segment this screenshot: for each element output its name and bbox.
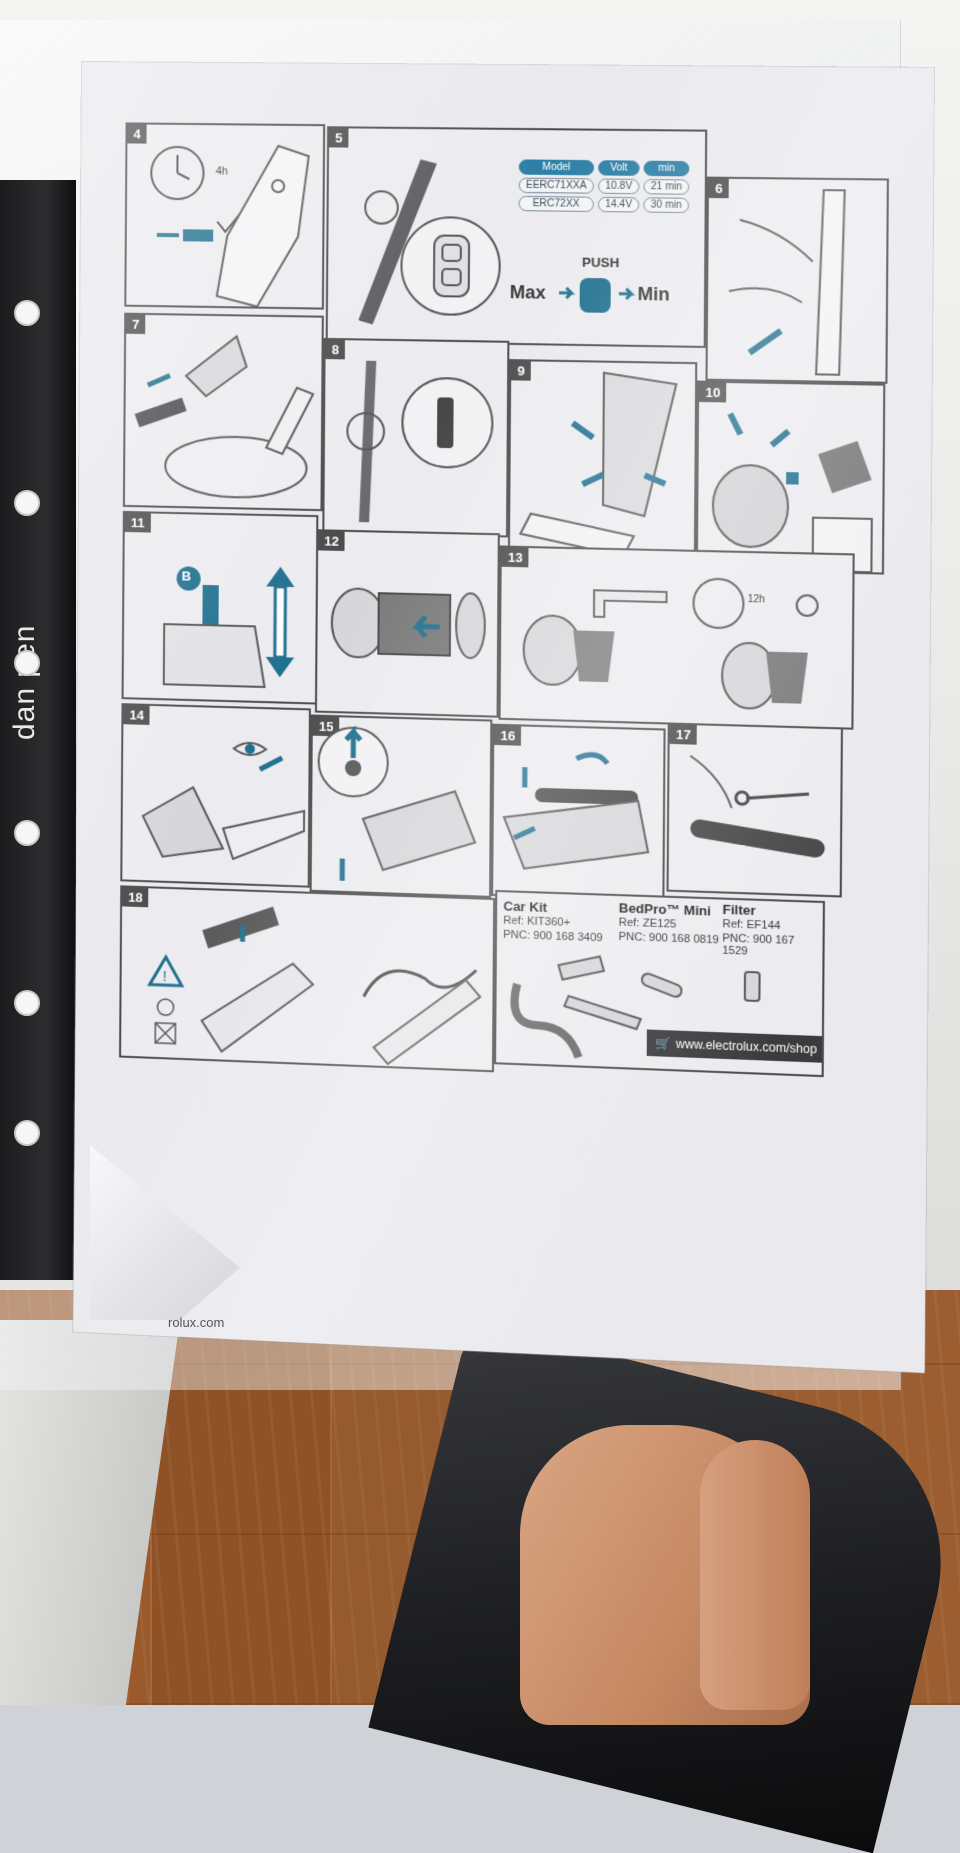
- punch-hole: [14, 490, 40, 516]
- detach-handheld-illustration: [708, 179, 887, 382]
- step-panel-6: 6: [705, 177, 888, 384]
- punch-hole: [14, 820, 40, 846]
- filter-remove-illustration: [124, 513, 317, 703]
- step-panel-15: 15: [310, 714, 493, 897]
- shop-url: www.electrolux.com/shop: [676, 1037, 817, 1057]
- dust-container-illustration: [510, 361, 695, 558]
- binder-spine: dan pen: [0, 180, 76, 1280]
- step-panel-17: 17: [667, 722, 843, 897]
- brushroll-remove-illustration: [493, 726, 663, 900]
- spec-cell: 10.8V: [598, 178, 640, 194]
- punch-hole: [14, 990, 40, 1016]
- spec-cell: EERC71XXA: [519, 178, 594, 194]
- step-panel-8: 8: [322, 338, 509, 538]
- max-label: Max: [510, 282, 546, 304]
- spec-cell: 21 min: [644, 179, 690, 195]
- clock-charging-icon: [126, 124, 323, 307]
- step-panel-16: 16: [491, 724, 665, 902]
- svg-text:!: !: [163, 968, 167, 984]
- part-b-badge: B: [182, 568, 192, 583]
- binder-label: dan pen: [8, 625, 42, 740]
- step-panel-5: 5 Model Volt min EERC71XXA 10.8V 21 min: [326, 126, 708, 348]
- step-panel-13: 13 12h: [499, 545, 855, 729]
- spec-header: Volt: [598, 160, 640, 176]
- dry-time: 12h: [748, 594, 765, 606]
- accessories-panel: Car Kit Ref: KIT360+ PNC: 900 168 3409 B…: [494, 890, 825, 1077]
- step-panel-11: 11 B: [122, 511, 319, 705]
- manual-sheet: 4 4h 5 Model Volt: [73, 62, 934, 1373]
- thumb: [700, 1440, 810, 1710]
- punch-hole: [14, 300, 40, 326]
- wheel-remove-illustration: [312, 717, 491, 896]
- cut-hair-illustration: [669, 725, 841, 896]
- spec-cell: ERC72XX: [519, 196, 594, 212]
- inspect-nozzle-illustration: [122, 705, 309, 885]
- step-panel-18: 18 !: [119, 885, 495, 1072]
- charge-time: 4h: [216, 165, 228, 177]
- min-label: Min: [638, 284, 670, 306]
- step-panel-10: 10: [696, 381, 886, 575]
- spec-cell: 30 min: [643, 197, 689, 213]
- empty-bin-illustration: [698, 383, 883, 573]
- punch-hole: [14, 1120, 40, 1146]
- step-panel-12: 12: [315, 529, 500, 718]
- model-spec-table: Model Volt min EERC71XXA 10.8V 21 min ER…: [514, 156, 693, 216]
- nozzle-attach-illustration: [125, 315, 322, 509]
- step-panel-9: 9: [508, 359, 697, 560]
- battery-removal-illustration: !: [121, 887, 493, 1070]
- punch-hole: [14, 650, 40, 676]
- spec-header: Model: [519, 159, 594, 175]
- footer-url: rolux.com: [168, 1315, 224, 1330]
- step-panel-7: 7: [123, 313, 324, 512]
- step-panel-14: 14: [120, 703, 311, 888]
- cart-icon: 🛒: [655, 1030, 671, 1057]
- push-label: PUSH: [582, 255, 619, 271]
- filter-insert-illustration: [317, 531, 498, 715]
- spec-cell: 14.4V: [598, 197, 640, 213]
- brush-release-illustration: [324, 340, 507, 536]
- spec-header: min: [644, 161, 690, 177]
- step-panel-4: 4 4h: [124, 122, 325, 309]
- filter-wash-dry-illustration: [501, 547, 853, 727]
